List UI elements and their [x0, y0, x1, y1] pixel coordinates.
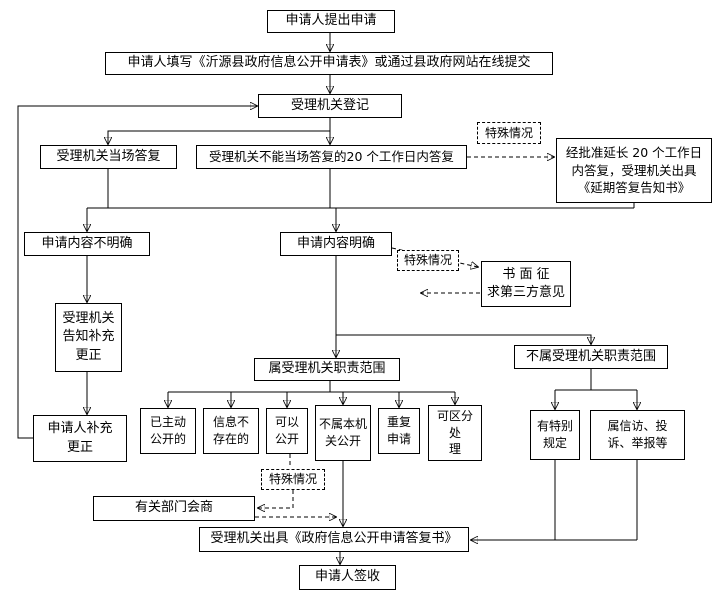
node-extended-reply: 经批准延长 20 个工作日 内答复，受理机关出具 《延期答复告知书》: [556, 138, 712, 203]
node-outside-authority-scope: 不属受理机关职责范围: [514, 345, 668, 369]
node-within-authority-scope: 属受理机关职责范围: [254, 358, 400, 381]
node-notify-supplement-correction: 受理机关 告知补充 更正: [55, 303, 122, 372]
node-applicant-submit: 申请人提出申请: [267, 10, 395, 33]
node-department-consultation: 有关部门会商: [93, 496, 255, 521]
node-content-clear: 申请内容明确: [280, 232, 392, 256]
node-special-case-3: 特殊情况: [261, 469, 325, 490]
node-special-case-1: 特殊情况: [477, 122, 541, 144]
node-content-unclear: 申请内容不明确: [24, 232, 150, 256]
node-onsite-reply: 受理机关当场答复: [40, 145, 177, 169]
node-seek-third-party-opinion: 书 面 征 求第三方意见: [481, 261, 571, 307]
node-petition-complaint-report: 属信访、投 诉、举报等: [590, 410, 685, 460]
node-separable-handling: 可区分处 理: [428, 405, 482, 461]
node-issue-reply-document: 受理机关出具《政府信息公开申请答复书》: [199, 527, 469, 552]
node-info-not-exist: 信息不 存在的: [203, 408, 259, 454]
dashed-edges: [255, 157, 554, 517]
node-can-disclose: 可以 公开: [266, 408, 308, 454]
node-applicant-sign-receipt: 申请人签收: [299, 565, 396, 590]
node-applicant-supplement: 申请人补充 更正: [33, 415, 127, 462]
node-reply-within-20-days: 受理机关不能当场答复的20 个工作日内答复: [196, 145, 467, 169]
node-already-published: 已主动 公开的: [140, 408, 196, 454]
node-register: 受理机关登记: [258, 94, 402, 118]
node-special-provisions: 有特别 规定: [530, 410, 580, 460]
node-special-case-2: 特殊情况: [397, 250, 459, 271]
node-not-this-authority: 不属本机 关公开: [315, 405, 371, 461]
node-fill-application-form: 申请人填写《沂源县政府信息公开申请表》或通过县政府网站在线提交: [105, 52, 553, 75]
solid-edges: [17, 33, 637, 564]
node-repeat-application: 重复 申请: [378, 408, 420, 454]
